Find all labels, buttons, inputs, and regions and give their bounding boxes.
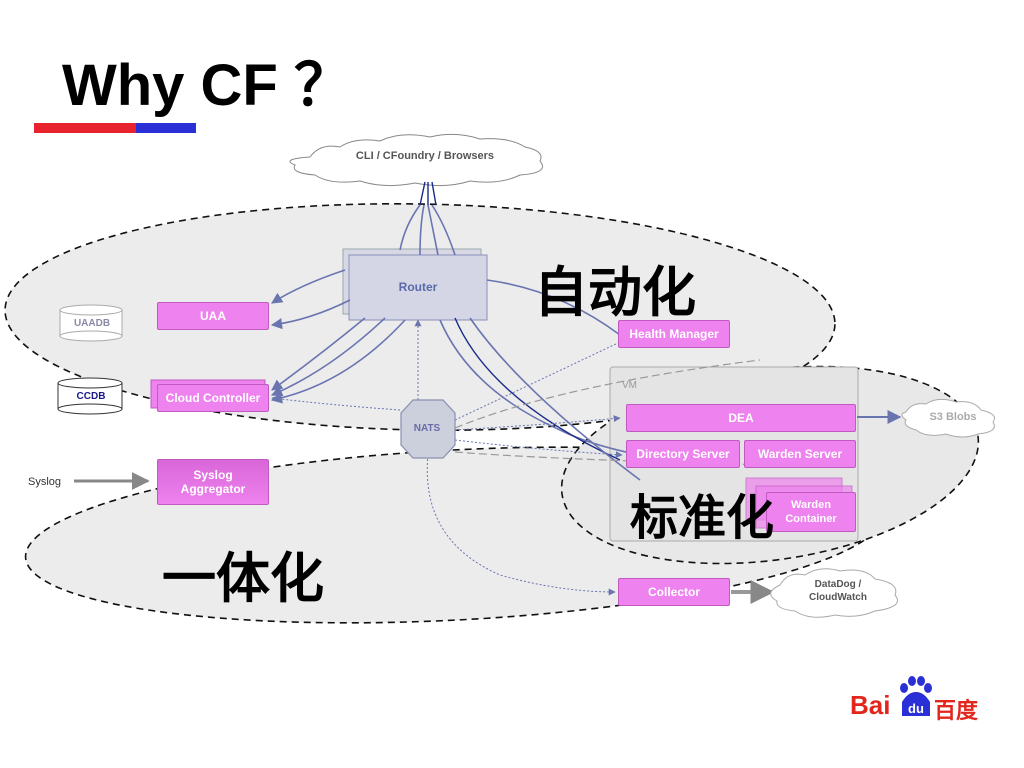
health-manager-node: Health Manager: [618, 320, 730, 348]
title-underline-blue: [136, 123, 196, 133]
ccdb-label: CCDB: [76, 391, 106, 402]
standardization-label: 标准化: [630, 490, 775, 546]
dea-node: DEA: [626, 404, 856, 432]
syslog-label: Syslog: [28, 476, 62, 488]
uaa-node: UAA: [157, 302, 269, 330]
nats-octagon: [400, 399, 456, 459]
ccdb-cylinder: [57, 377, 123, 415]
syslog-aggregator-node: Syslog Aggregator: [157, 459, 269, 505]
nats-label: NATS: [413, 423, 441, 434]
router-label: Router: [398, 280, 438, 294]
client-cloud-shape: [289, 133, 543, 187]
page-title: Why CF ？: [62, 53, 352, 118]
collector-node: Collector: [618, 578, 730, 606]
client-cloud-label: CLI / CFoundry / Browsers: [355, 150, 495, 162]
integration-label: 一体化: [162, 547, 324, 610]
directory-server-node: Directory Server: [626, 440, 740, 468]
logo-text-bai: Bai: [850, 690, 891, 720]
s3-cloud-label: S3 Blobs: [929, 411, 977, 423]
uaadb-cylinder: [59, 304, 123, 342]
title-underline-red: [34, 123, 136, 133]
datadog-cloud-shape: [770, 568, 898, 618]
datadog-cloud-label: DataDog / CloudWatch: [809, 579, 867, 603]
logo-paw-text: du: [908, 701, 924, 716]
logo-text-chinese: 百度: [934, 699, 979, 724]
s3-cloud-shape: [901, 398, 995, 438]
router-box: [348, 254, 488, 321]
uaadb-label: UAADB: [73, 318, 111, 329]
cloud-controller-node: Cloud Controller: [157, 384, 269, 412]
vm-label: VM: [622, 380, 637, 391]
warden-server-node: Warden Server: [744, 440, 856, 468]
warden-container-node: Warden Container: [766, 492, 856, 532]
paw-icon: du: [900, 676, 932, 716]
automation-label: 自动化: [534, 261, 696, 324]
